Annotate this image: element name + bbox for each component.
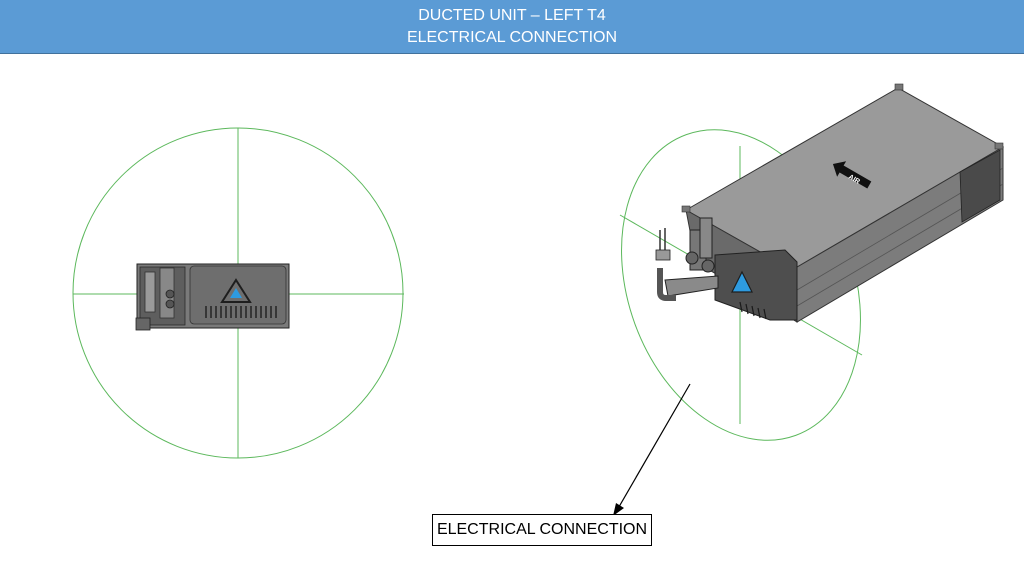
slide-subtitle: ELECTRICAL CONNECTION — [406, 29, 618, 46]
electrical-connection-label: ELECTRICAL CONNECTION — [432, 514, 652, 546]
warning-triangle-icon — [220, 278, 252, 303]
slide-title: DUCTED UNIT – LEFT T4 — [418, 7, 606, 24]
electrical-box — [714, 249, 798, 321]
leader-arrow — [613, 383, 691, 516]
isometric-view: AIR — [619, 83, 1005, 441]
slide-header: DUCTED UNIT – LEFT T4 ELECTRICAL CONNECT… — [0, 0, 1024, 54]
warning-triangle-icon-iso — [731, 270, 753, 293]
pipe-assembly — [655, 217, 719, 301]
unit-isometric: AIR — [655, 83, 1005, 323]
airflow-arrow — [832, 161, 872, 189]
front-view — [72, 127, 404, 459]
unit-front-view — [135, 263, 290, 331]
vent-slots-front — [205, 306, 277, 318]
